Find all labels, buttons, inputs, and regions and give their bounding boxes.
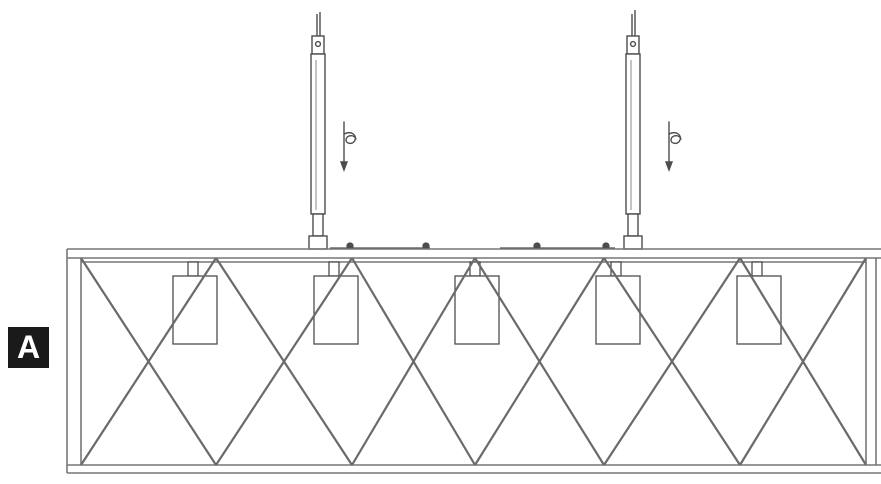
- pendant-shade-3: [454, 261, 500, 345]
- pendant-shade-5: [736, 261, 782, 345]
- pendant-shade-1: [172, 261, 218, 345]
- rotate-arrow-icon: [339, 121, 357, 172]
- canopy-rail: [330, 242, 615, 250]
- rotate-arrow-icon: [664, 121, 682, 172]
- pendant-shade-4: [595, 261, 641, 345]
- diamond-bracing: [80, 257, 867, 466]
- suspension-rod-right: [623, 10, 643, 250]
- pendant-shade-2: [313, 261, 359, 345]
- label-badge-a: A: [8, 327, 49, 368]
- suspension-rod-left: [308, 12, 328, 250]
